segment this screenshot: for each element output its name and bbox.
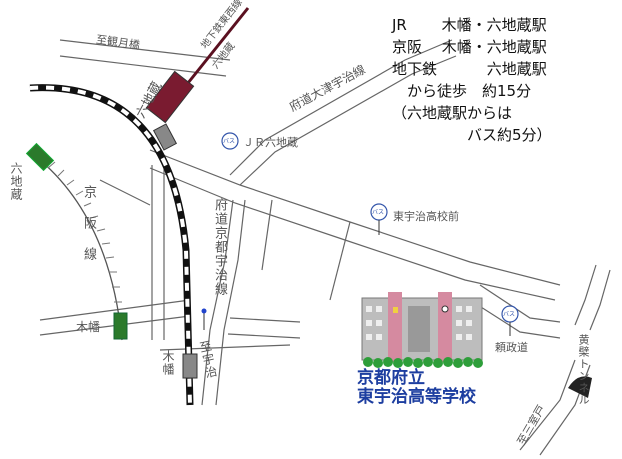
label-bus-raiseido: 頼政道: [495, 341, 528, 354]
school-name-line2: 東宇治高等学校: [357, 387, 476, 407]
keihan-rokujizo-station: [25, 142, 55, 172]
school-building: [361, 292, 483, 368]
road-otsu-uji: [229, 39, 453, 176]
road-kyoto-uji: [201, 199, 234, 406]
jr-rokujizo-station: [152, 123, 178, 151]
access-keihan: 京阪 木幡・六地蔵駅: [392, 38, 547, 56]
road-kangetsukyo: [59, 39, 231, 61]
subway-rokujizo-station: [145, 70, 195, 124]
access-subway: 地下鉄 六地蔵駅: [392, 60, 547, 78]
school-name: 京都府立 東宇治高等学校: [357, 369, 476, 407]
bus-mark-3: バス: [503, 311, 516, 318]
access-walk: から徒歩 約15分: [392, 82, 532, 100]
bus-mark-2: バス: [372, 209, 385, 216]
tunnel-mouth: [568, 376, 592, 398]
access-bus-time: バス約5分）: [392, 126, 552, 144]
label-keihan-rokujizo: 六地蔵: [9, 162, 23, 201]
bus-mark-1: バス: [223, 138, 236, 145]
label-bus-jr-rokujizo: ＪＲ六地蔵: [243, 136, 298, 149]
label-kohata-keihan: 木幡: [76, 320, 101, 334]
label-kyoto-uji-road: 府道京都宇治線: [212, 198, 227, 296]
bus-stop-raiseido: [501, 305, 519, 336]
keihan-kohata-station: [113, 312, 128, 340]
label-bus-higashiuji: 東宇治高校前: [393, 210, 459, 223]
access-info: JR 木幡・六地蔵駅 京阪 木幡・六地蔵駅 地下鉄 六地蔵駅 から徒歩 約15分…: [392, 14, 552, 146]
label-kohata-jr: 木幡: [161, 350, 175, 376]
label-keihan-line: 京阪線: [81, 185, 96, 278]
access-jr: JR 木幡・六地蔵駅: [392, 16, 547, 34]
small-pin: [201, 308, 207, 330]
school-name-line1: 京都府立: [357, 368, 425, 388]
access-bus-note: （六地蔵駅からは: [392, 104, 513, 122]
bus-stop-jr-rokujizo: [221, 132, 239, 150]
label-obaku-tunnel: 黄檗トンネル: [577, 334, 590, 406]
bus-stop-higashiuji: [370, 203, 388, 235]
jr-kohata-station: [182, 353, 198, 379]
